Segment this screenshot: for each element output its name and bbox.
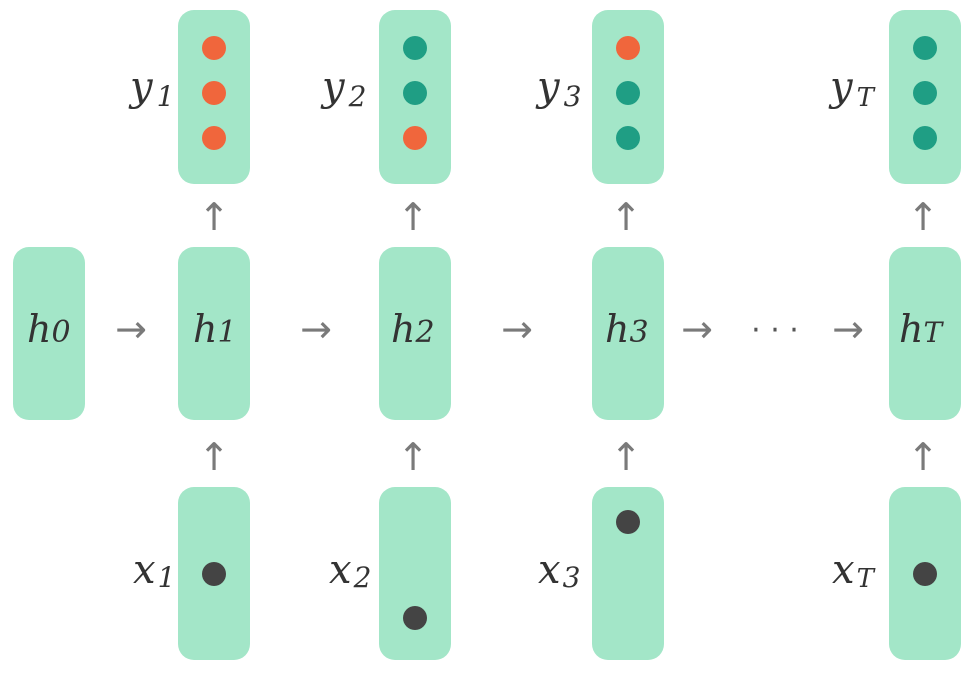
output-dot — [202, 36, 226, 60]
input-label-3: x3 — [538, 547, 580, 594]
output-dots-2 — [403, 36, 427, 150]
input-dot-T — [913, 562, 937, 586]
output-dot — [202, 126, 226, 150]
output-dot — [616, 81, 640, 105]
up-arrow-icon: ↑ — [397, 195, 429, 239]
h0-box — [13, 247, 85, 420]
initial-hidden-state: h0 — [13, 247, 85, 420]
hidden-label-T: hT — [899, 307, 944, 351]
hidden-box-T — [889, 247, 961, 420]
up-arrow-icon: ↑ — [610, 435, 642, 479]
input-label-1: x1 — [133, 547, 175, 594]
input-label-T: xT — [832, 547, 876, 594]
input-dot — [913, 562, 937, 586]
right-arrow-icon: → — [115, 307, 147, 351]
up-arrow-icon: ↑ — [397, 435, 429, 479]
right-arrow-icon: → — [300, 307, 332, 351]
up-arrow-icon: ↑ — [198, 435, 230, 479]
hidden-label-3: h3 — [605, 307, 649, 351]
output-dot — [403, 81, 427, 105]
output-dot — [616, 126, 640, 150]
hidden-box-3 — [592, 247, 664, 420]
output-dot — [913, 81, 937, 105]
input-box-3 — [592, 487, 664, 660]
hidden-label-1: h1 — [193, 307, 237, 351]
up-arrow-icon: ↑ — [907, 195, 939, 239]
output-dot — [403, 36, 427, 60]
right-arrow-icon: → — [832, 307, 864, 351]
hidden-box-2 — [379, 247, 451, 420]
up-arrow-icon: ↑ — [610, 195, 642, 239]
up-arrow-icon: ↑ — [907, 435, 939, 479]
up-arrow-icon: ↑ — [198, 195, 230, 239]
output-dots-3 — [616, 36, 640, 150]
input-dot — [616, 510, 640, 534]
output-dot — [913, 126, 937, 150]
input-dot — [403, 606, 427, 630]
output-dot — [403, 126, 427, 150]
output-dots-T — [913, 36, 937, 150]
output-dots-1 — [202, 36, 226, 150]
hidden-label-2: h2 — [391, 307, 435, 351]
input-dot-1 — [202, 562, 226, 586]
output-dot — [202, 81, 226, 105]
input-label-2: x2 — [329, 547, 371, 594]
output-dot — [616, 36, 640, 60]
input-dot — [202, 562, 226, 586]
right-arrow-icon: → — [501, 307, 533, 351]
output-dot — [913, 36, 937, 60]
input-dot-3 — [616, 510, 640, 534]
hidden-box-1 — [178, 247, 250, 420]
ellipsis: · · · — [751, 313, 799, 348]
right-arrow-icon: → — [681, 307, 713, 351]
h0-label: h0 — [27, 307, 71, 351]
input-box-2 — [379, 487, 451, 660]
input-dot-2 — [403, 606, 427, 630]
